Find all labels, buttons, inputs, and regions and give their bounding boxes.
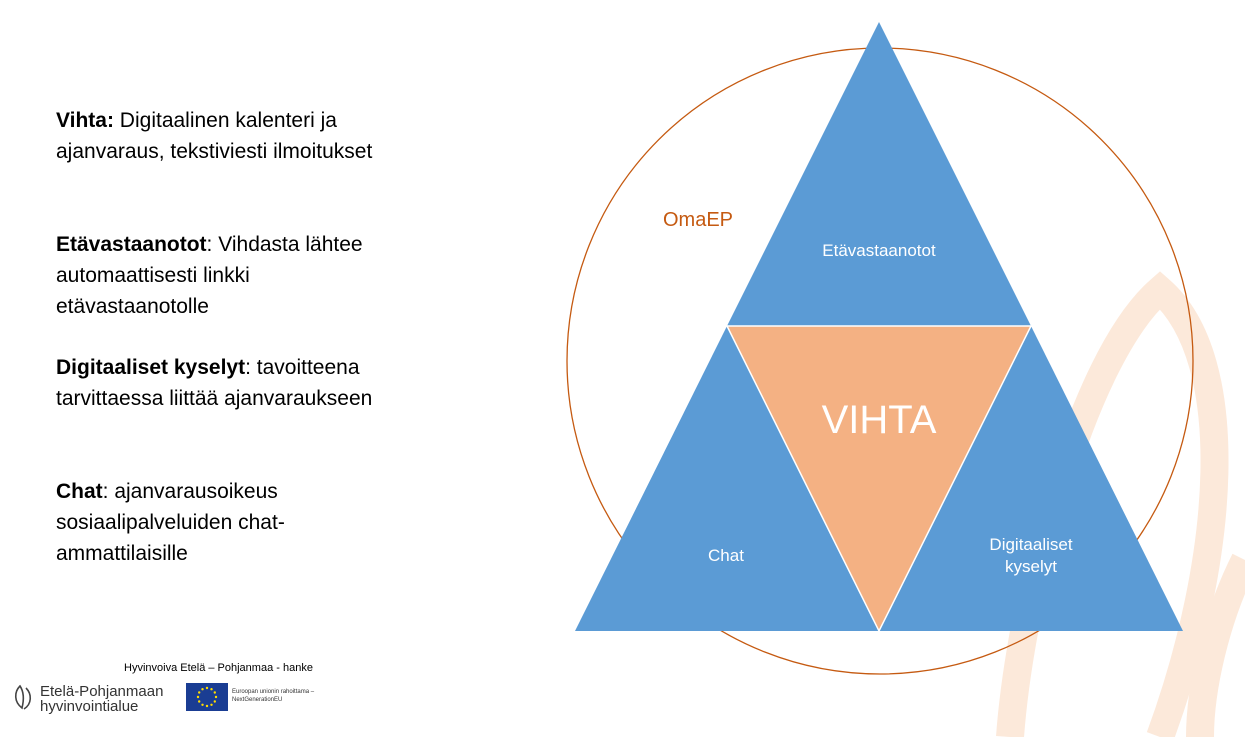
top-triangle-label: Etävastaanotot [822,241,936,260]
hyvinvointialue-logo-text: Etelä-Pohjanmaan hyvinvointialue [40,684,163,714]
etavastaanotot-description: Etävastaanotot: Vihdasta lähtee automaat… [56,229,396,322]
left-triangle-label: Chat [708,546,744,565]
eu-funding-caption: Euroopan unionin rahoittama – NextGenera… [232,688,342,704]
top-triangle [727,22,1031,326]
eu-caption-line2: NextGenerationEU [232,697,283,703]
omaep-label: OmaEP [663,209,733,231]
logo-line1: Etelä-Pohjanmaan [40,683,164,700]
hanke-caption: Hyvinvoiva Etelä – Pohjanmaa - hanke [124,662,313,674]
chat-description: Chat: ajanvarausoikeus sosiaalipalveluid… [56,476,396,569]
eu-caption-line1: Euroopan unionin rahoittama – [232,689,315,695]
left-triangle [575,326,879,631]
center-label: VIHTA [822,398,937,442]
vihta-body: Digitaalinen kalenteri ja ajanvaraus, te… [56,109,373,163]
etavastaanotot-title: Etävastaanotot [56,233,207,256]
vihta-description: Vihta: Digitaalinen kalenteri ja ajanvar… [56,105,396,167]
kyselyt-title: Digitaaliset kyselyt [56,356,246,379]
logo-line2: hyvinvointialue [40,698,139,715]
right-triangle [879,326,1183,631]
kyselyt-body: : tavoitteena tarvittaessa liittää ajanv… [56,356,373,410]
kyselyt-description: Digitaaliset kyselyt: tavoitteena tarvit… [56,352,396,414]
leaf-logo-icon [14,684,32,710]
right-triangle-label-line2: kyselyt [1005,557,1057,576]
right-triangle-label-line1: Digitaaliset [989,535,1072,554]
etavastaanotot-body: : Vihdasta lähtee automaattisesti linkki… [56,233,363,318]
center-triangle [727,326,1031,631]
chat-title: Chat [56,480,103,503]
vihta-title: Vihta: [56,109,114,132]
chat-body: : ajanvarausoikeus sosiaalipalveluiden c… [56,480,285,565]
eu-flag-icon [186,683,228,711]
